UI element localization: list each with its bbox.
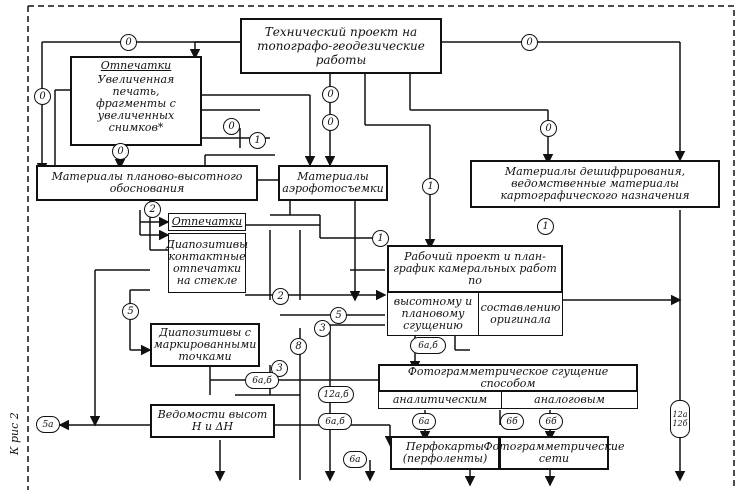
node-12ab: 12а,б bbox=[318, 386, 354, 403]
prints-top-body: Увеличенная печать, фрагменты с увеличен… bbox=[96, 73, 176, 134]
prints-mid-box: Отпечатки bbox=[168, 213, 246, 231]
prints-top-title: Отпечатки bbox=[100, 59, 172, 72]
side-label: К рис 2 bbox=[8, 412, 21, 455]
altitude-densification-text: высотному и плановому сгущению bbox=[393, 295, 473, 332]
node-2: 2 bbox=[144, 201, 161, 218]
node-3: 3 bbox=[314, 320, 331, 337]
node-12ab-right: 12а 12б bbox=[670, 400, 690, 438]
diapositives-contact-box: Диапозитивы контактные отпечатки на стек… bbox=[165, 233, 249, 293]
decipher-materials-text: Материалы дешифрирования, ведомственные … bbox=[500, 165, 690, 202]
diapositives-marked-text: Диапозитивы с маркированными точками bbox=[153, 326, 257, 363]
diapositives-marked-box: Диапозитивы с маркированными точками bbox=[150, 323, 260, 367]
node-5a: 5а bbox=[36, 416, 60, 433]
prints-mid-text: Отпечатки bbox=[171, 215, 243, 228]
node-0: 0 bbox=[120, 34, 137, 51]
analytic-box: аналитическим bbox=[378, 391, 502, 409]
node-0: 0 bbox=[322, 86, 339, 103]
work-project-box: Рабочий проект и план-график камеральных… bbox=[387, 245, 563, 293]
node-1: 1 bbox=[372, 230, 389, 247]
original-compilation-text: составлению оригинала bbox=[480, 301, 561, 326]
analog-text: аналоговым bbox=[534, 393, 605, 406]
node-6a: 6а bbox=[412, 413, 436, 430]
node-0: 0 bbox=[540, 120, 557, 137]
tech-project-text: Технический проект на топографо-геодезич… bbox=[257, 25, 425, 67]
node-5: 5 bbox=[122, 303, 139, 320]
node-6b: 6б bbox=[539, 413, 563, 430]
heights-sheets-text: Ведомости высот H и ΔH bbox=[157, 408, 268, 433]
node-0: 0 bbox=[521, 34, 538, 51]
planning-materials-box: Материалы планово-высотного обоснования bbox=[36, 165, 258, 201]
node-0: 0 bbox=[112, 143, 129, 160]
work-project-text: Рабочий проект и план-график камеральных… bbox=[393, 250, 557, 287]
analytic-text: аналитическим bbox=[392, 393, 488, 406]
planning-materials-text: Материалы планово-высотного обоснования bbox=[51, 170, 243, 195]
tech-project-box: Технический проект на топографо-геодезич… bbox=[240, 18, 442, 74]
node-6b: 6б bbox=[500, 413, 524, 430]
node-2: 2 bbox=[272, 288, 289, 305]
original-compilation-box: составлению оригинала bbox=[478, 292, 563, 336]
aerial-materials-box: Материалы аэрофотосъемки bbox=[278, 165, 388, 201]
photogrammetric-title-text: Фотограмметрическое сгущение способом bbox=[407, 365, 609, 390]
photogrammetric-nets-text: Фотограмметрические сети bbox=[483, 440, 625, 465]
node-6ab: 6а,б bbox=[245, 372, 279, 389]
node-6ab: 6а,б bbox=[410, 337, 446, 354]
punch-cards-text: Перфокарты (перфоленты) bbox=[402, 440, 488, 465]
diapositives-contact-text: Диапозитивы контактные отпечатки на стек… bbox=[165, 238, 249, 287]
heights-sheets-box: Ведомости высот H и ΔH bbox=[150, 404, 275, 438]
prints-top-box: Отпечатки Увеличенная печать, фрагменты … bbox=[70, 56, 202, 146]
decipher-materials-box: Материалы дешифрирования, ведомственные … bbox=[470, 160, 720, 208]
aerial-materials-text: Материалы аэрофотосъемки bbox=[282, 170, 384, 195]
node-0: 0 bbox=[34, 88, 51, 105]
node-0: 0 bbox=[223, 118, 240, 135]
node-6a: 6а bbox=[343, 451, 367, 468]
photogrammetric-densification-box: Фотограмметрическое сгущение способом bbox=[378, 364, 638, 392]
punch-cards-box: Перфокарты (перфоленты) bbox=[390, 436, 500, 470]
node-6ab: 6а,б bbox=[318, 413, 352, 430]
node-0: 0 bbox=[322, 114, 339, 131]
analog-box: аналоговым bbox=[501, 391, 638, 409]
node-1: 1 bbox=[537, 218, 554, 235]
node-5: 5 bbox=[330, 307, 347, 324]
node-8: 8 bbox=[290, 338, 307, 355]
photogrammetric-nets-box: Фотограмметрические сети bbox=[484, 436, 624, 470]
node-1: 1 bbox=[422, 178, 439, 195]
node-1: 1 bbox=[249, 132, 266, 149]
altitude-densification-box: высотному и плановому сгущению bbox=[387, 292, 479, 336]
